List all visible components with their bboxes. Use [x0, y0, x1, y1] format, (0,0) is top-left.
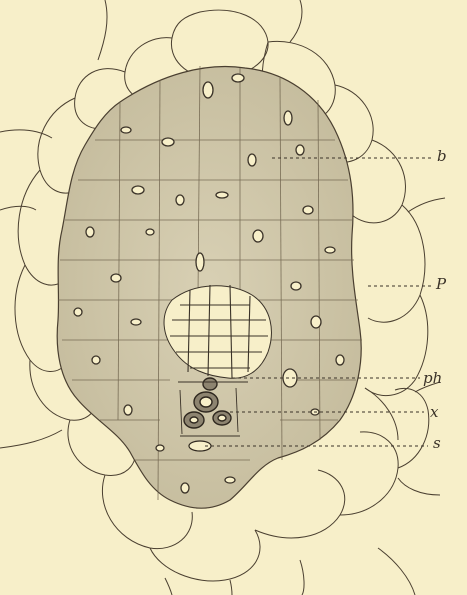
label-s: s: [433, 436, 441, 451]
label-b: b: [437, 149, 447, 164]
label-x: x: [430, 405, 438, 420]
label-ph: ph: [423, 371, 442, 386]
label-p: P: [436, 277, 446, 292]
